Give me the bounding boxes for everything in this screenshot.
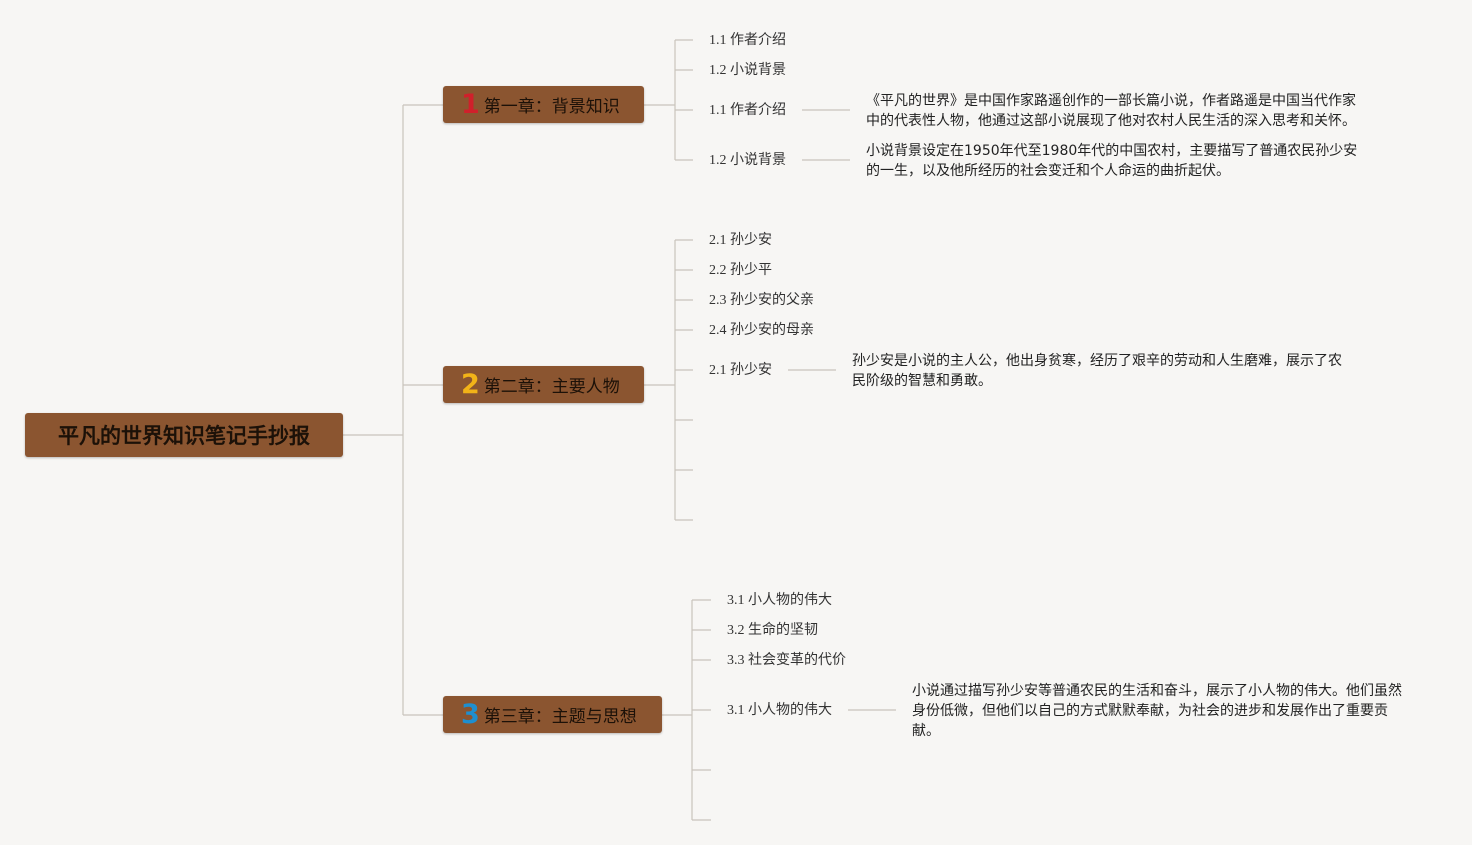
chapter-3-number: 3 — [461, 699, 480, 730]
chapter-3-node[interactable]: 3 第三章：主题与思想 — [443, 696, 662, 733]
root-title: 平凡的世界知识笔记手抄报 — [58, 424, 310, 448]
chapter-1-node[interactable]: 1 第一章：背景知识 — [443, 86, 644, 123]
chapter-1-detail-2-label[interactable]: 1.2 小说背景 — [709, 153, 786, 168]
chapter-1-title: 第一章：背景知识 — [483, 97, 620, 117]
chapter-2-item-1[interactable]: 2.1 孙少安 — [709, 233, 772, 248]
chapter-3-title: 第三章：主题与思想 — [483, 707, 637, 727]
chapter-2-number: 2 — [461, 369, 480, 400]
chapter-3-item-2[interactable]: 3.2 生命的坚韧 — [727, 623, 818, 638]
chapter-3-item-3[interactable]: 3.3 社会变革的代价 — [727, 653, 846, 668]
chapter-1-detail-1-text: 《平凡的世界》是中国作家路遥创作的一部长篇小说，作者路遥是中国当代作家中的代表性… — [866, 93, 1356, 129]
chapter-2-item-4[interactable]: 2.4 孙少安的母亲 — [709, 323, 814, 338]
chapter-2-title: 第二章：主要人物 — [483, 377, 620, 397]
chapter-1-detail-2-text: 小说背景设定在1950年代至1980年代的中国农村，主要描写了普通农民孙少安的一… — [866, 143, 1358, 179]
chapter-2-item-3[interactable]: 2.3 孙少安的父亲 — [709, 293, 814, 308]
chapter-2-node[interactable]: 2 第二章：主要人物 — [443, 366, 644, 403]
chapter-3-detail-1-text: 小说通过描写孙少安等普通农民的生活和奋斗，展示了小人物的伟大。他们虽然身份低微，… — [912, 683, 1402, 739]
root-node[interactable]: 平凡的世界知识笔记手抄报 — [25, 413, 343, 457]
chapter-1-item-1[interactable]: 1.1 作者介绍 — [709, 33, 786, 48]
chapter-2-detail-1-label[interactable]: 2.1 孙少安 — [709, 363, 772, 378]
chapter-3-item-1[interactable]: 3.1 小人物的伟大 — [727, 593, 832, 608]
chapter-3-detail-1-label[interactable]: 3.1 小人物的伟大 — [727, 703, 832, 718]
chapter-2-item-2[interactable]: 2.2 孙少平 — [709, 263, 772, 278]
chapter-1-number: 1 — [461, 89, 480, 120]
chapter-1-item-2[interactable]: 1.2 小说背景 — [709, 63, 786, 78]
chapter-1-detail-1-label[interactable]: 1.1 作者介绍 — [709, 103, 786, 118]
chapter-2-detail-1-text: 孙少安是小说的主人公，他出身贫寒，经历了艰辛的劳动和人生磨难，展示了农民阶级的智… — [852, 353, 1342, 389]
